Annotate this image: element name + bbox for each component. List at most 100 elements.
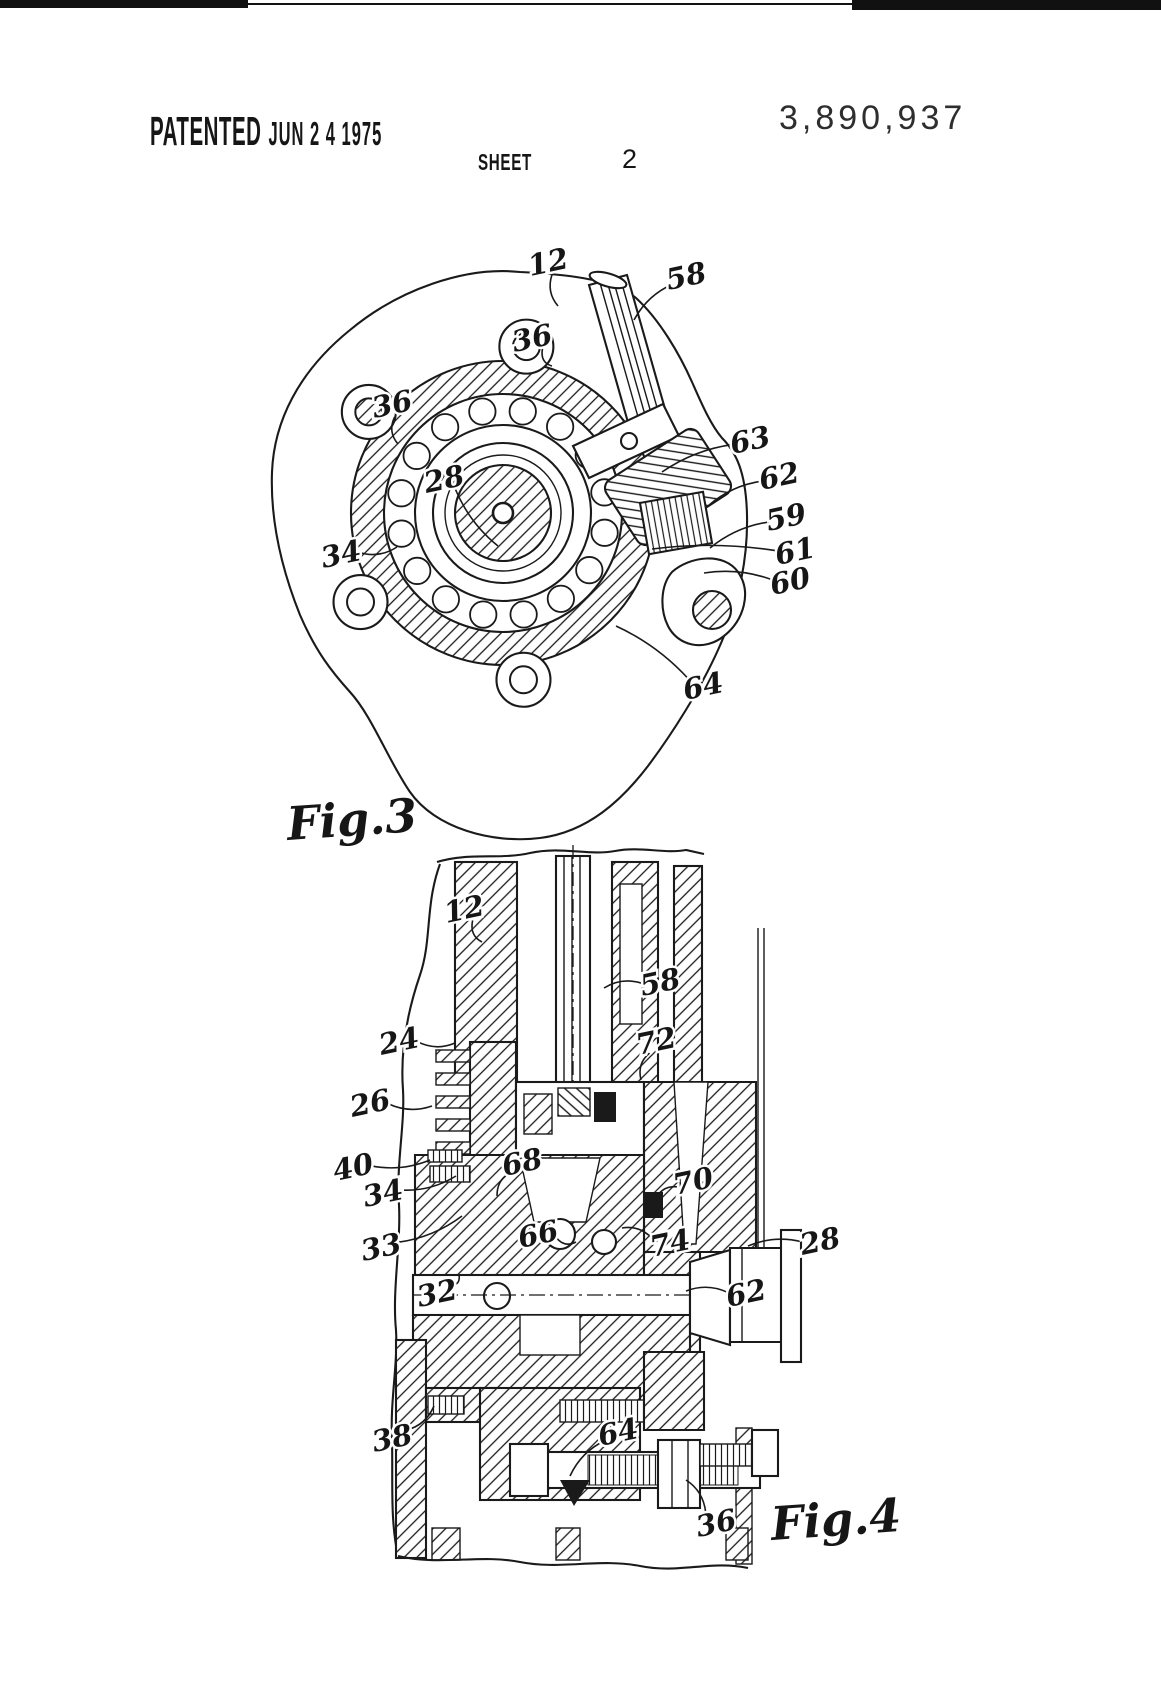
leader-line-59: [709, 521, 770, 549]
ref-label-64: 64: [680, 665, 727, 707]
leader-line-28: [747, 1238, 803, 1247]
ref-label-24: 24: [375, 1020, 423, 1062]
fig4-spline-base: [468, 1040, 518, 1162]
fig4-nut-neck: [688, 1248, 732, 1347]
bearing-ball: [402, 441, 431, 470]
fig4-bolt-nut-36: [656, 1438, 702, 1510]
fig3-shaft-line: [612, 278, 656, 428]
bearing-ball: [431, 585, 460, 614]
fig4-bottom-stub: [555, 1527, 581, 1561]
bolt-hole: [346, 587, 376, 617]
leader-line-74: [621, 1226, 654, 1240]
ref-label-72: 72: [633, 1020, 680, 1062]
fig4-hub-pocket: [519, 1314, 581, 1356]
leader-line-36: [541, 348, 553, 367]
fig4-bottom-break-line: [397, 1554, 749, 1570]
bolt-hole: [511, 332, 541, 362]
ref-label-36: 36: [369, 383, 416, 425]
leader-line-72: [639, 1052, 651, 1081]
sheet-number: 2: [622, 144, 638, 174]
fig4-seal-68: [523, 1093, 553, 1135]
bearing-ball: [387, 479, 416, 508]
leader-line-24: [416, 1040, 456, 1048]
bearing-ball: [508, 397, 537, 426]
fig4-caption: Fig.4: [767, 1488, 903, 1551]
leader-line-66: [554, 1236, 577, 1245]
fig4-bearing-ball: [543, 1217, 577, 1251]
bearing-ball: [509, 600, 538, 629]
fig4-seal-block: [557, 1087, 591, 1117]
fig4-bottom-left-wall: [394, 1338, 428, 1560]
fig4-right-housing-wedge: [673, 1081, 709, 1245]
fig3-caption: Fig.3: [283, 788, 419, 851]
fig3-plug-threads: [638, 490, 714, 556]
leader-line-28: [454, 488, 499, 547]
leader-line-62: [707, 480, 763, 507]
leader-line-40: [370, 1159, 431, 1169]
bearing-ball: [546, 412, 575, 441]
fig4-shaft-hole: [482, 1281, 512, 1311]
fig4-hub-cavity-74: [519, 1157, 601, 1223]
scan-artifact-top-line: [0, 3, 1161, 5]
fig3-center-hole: [491, 501, 515, 525]
ref-label-62: 62: [756, 455, 803, 497]
fig3-bearing-inner-circle: [413, 423, 593, 603]
fig4-bush-38: [427, 1395, 465, 1415]
bearing-ball: [469, 600, 498, 629]
patented-label: PATENTED: [150, 108, 262, 154]
fig4-left-break-line: [390, 863, 441, 1557]
fig4-outer-wall: [672, 864, 704, 1086]
figure3-drawing: [270, 270, 749, 841]
fig4-seal-dark-triangle: [560, 1480, 590, 1506]
scan-artifact-top-right: [852, 0, 1161, 10]
fig4-bottom-stub: [725, 1527, 749, 1561]
fig3-lower-ear-bolt: [691, 589, 733, 631]
ref-label-28: 28: [796, 1220, 844, 1262]
fig4-bolt-stub: [699, 1443, 753, 1467]
leader-line-36: [685, 1479, 707, 1513]
fig3-bolt-ears: [332, 318, 555, 708]
leader-line-32: [450, 1273, 461, 1286]
fig3-shaft-line: [599, 282, 643, 432]
bearing-ball: [403, 556, 432, 585]
fig3-shaft-line: [619, 276, 663, 426]
fig4-end-nut: [750, 1428, 780, 1478]
fig4-top-break-line: [436, 848, 705, 864]
fig4-right-wall-slot: [619, 883, 643, 1025]
ref-label-36: 36: [509, 317, 556, 359]
fig3-hub-ring: [444, 454, 562, 572]
fig4-nut-end-flange: [779, 1228, 803, 1364]
fig3-shaft-line: [606, 280, 650, 430]
leader-line-38: [406, 1405, 435, 1431]
bearing-ball: [590, 518, 619, 547]
leader-line-12: [549, 274, 559, 307]
bolt-hole: [508, 665, 538, 695]
leader-line-62: [685, 1286, 729, 1294]
leader-line-60: [703, 570, 773, 581]
leader-line-33: [397, 1215, 463, 1244]
spline-tooth: [435, 1049, 471, 1063]
leader-line-36: [390, 416, 399, 445]
spline-tooth: [435, 1095, 471, 1109]
leader-line-34: [400, 1175, 457, 1192]
leader-line-63: [661, 443, 734, 473]
leader-line-58: [603, 980, 643, 989]
patent-date: JUN 2 4 1975: [268, 115, 383, 152]
leader-line-34: [358, 546, 398, 556]
bearing-ball: [431, 413, 460, 442]
fig4-bush-64: [559, 1399, 645, 1423]
ref-label-33: 33: [358, 1226, 405, 1268]
leader-line-68: [496, 1171, 512, 1197]
leader-line-12: [471, 920, 483, 943]
patent-number: 3,890,937: [779, 99, 967, 137]
ref-label-60: 60: [767, 560, 814, 602]
fig3-clamp-pin: [619, 431, 639, 451]
bearing-ball: [468, 397, 497, 426]
bearing-ball: [546, 584, 575, 613]
spline-tooth: [435, 1118, 471, 1132]
ref-label-58: 58: [663, 255, 710, 297]
sheet-label: SHEET: [478, 149, 532, 175]
